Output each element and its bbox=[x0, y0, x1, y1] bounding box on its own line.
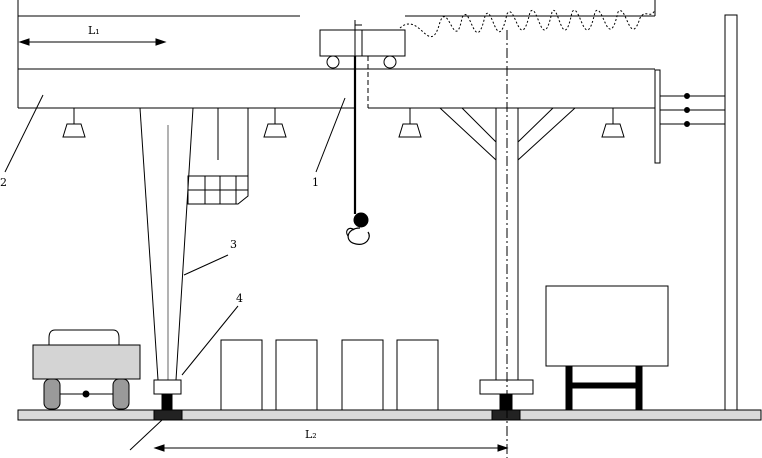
leader-lines bbox=[4, 94, 346, 451]
cantilever-span-label: L₁ bbox=[88, 24, 100, 37]
left-wheel-block bbox=[153, 379, 183, 421]
operator-cab bbox=[187, 108, 249, 205]
lamp-3 bbox=[398, 108, 422, 138]
hook-assembly bbox=[346, 30, 370, 245]
festoon-cable bbox=[399, 9, 656, 38]
callout-2: 2 bbox=[0, 176, 7, 189]
power-pole bbox=[654, 14, 738, 411]
left-leg bbox=[139, 107, 194, 381]
lamp-1 bbox=[62, 108, 86, 138]
cargo-box bbox=[341, 339, 384, 411]
lamp-4 bbox=[601, 108, 625, 138]
main-span-dimension bbox=[153, 444, 509, 452]
truck bbox=[32, 329, 141, 410]
callout-1: 1 bbox=[312, 176, 319, 189]
callout-4: 4 bbox=[236, 292, 243, 305]
trolley bbox=[319, 20, 406, 69]
container-cart bbox=[545, 285, 669, 411]
cargo-box bbox=[275, 339, 318, 411]
right-wheel-block bbox=[479, 379, 534, 421]
right-leg bbox=[439, 107, 576, 380]
main-span-label: L₂ bbox=[305, 428, 317, 441]
cargo-box bbox=[220, 339, 263, 411]
top-girder bbox=[17, 0, 656, 108]
callout-3: 3 bbox=[230, 238, 237, 251]
cantilever-dimension bbox=[18, 38, 167, 46]
cargo-box bbox=[396, 339, 439, 411]
cargo-boxes bbox=[220, 339, 439, 411]
lamp-2 bbox=[263, 108, 287, 138]
ground-rail bbox=[17, 409, 762, 421]
